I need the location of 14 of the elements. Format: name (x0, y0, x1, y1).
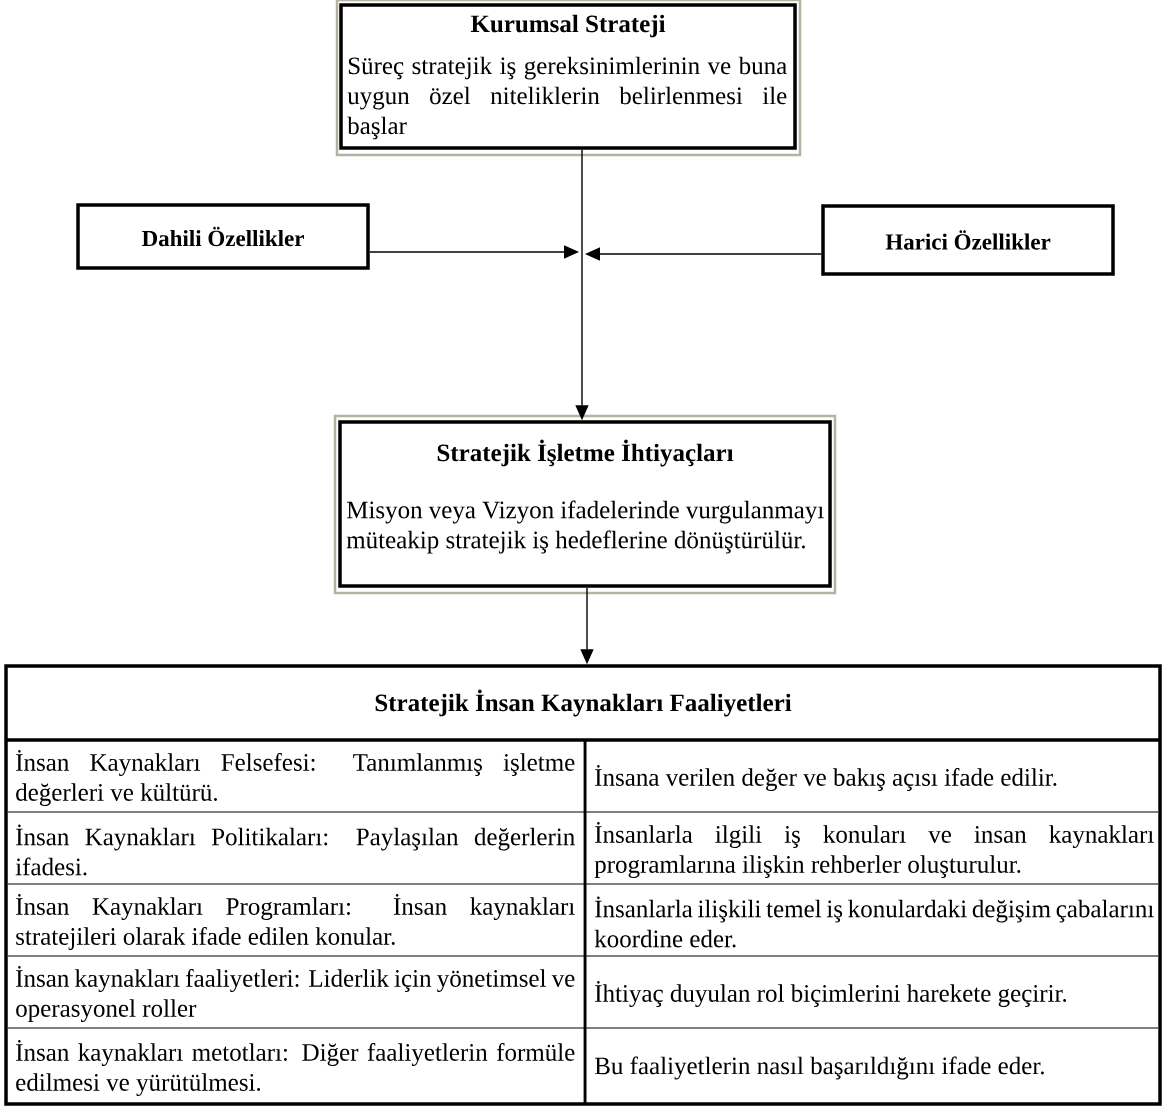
table-cell: İnsan kaynakları metotları: Diğer faaliyetlerin formüle edilmesi ve yürütülmesi. (16, 1040, 575, 1097)
table-cell: İnsanlarla ilişkili temel iş konulardaki değişim çabalarını koordine eder. (594, 896, 1154, 948)
table-cell: İnsana verilen değer ve bakış açısı ifade edilir. (595, 765, 1057, 791)
table-cell: İnsan Kaynakları Programları: İnsan kaynakları stratejileri olarak ifade edilen konular. (16, 894, 575, 950)
table-cell: İhtiyaç duyulan rol biçimlerini harekete geçirir. (595, 981, 1067, 1008)
table-cell: İnsan Kaynakları Felsefesi: Tanımlanmış işletme değerleri ve kültürü. (16, 750, 575, 806)
feature-box: Dahili Özellikler (76, 203, 370, 270)
feature-box: Harici Özellikler (821, 204, 1115, 276)
table-cell: Bu faaliyetlerin nasıl başarıldığını ifade eder. (594, 1056, 1044, 1080)
strategy-box: Kurumsal Strateji Süreç stratejik iş gereksinimlerinin ve buna uygun özel niteliklerin belirlenmesi ile başlar (335, 0, 802, 157)
table-cell: İnsan Kaynakları Politikaları: Paylaşılan değerlerin ifadesi. (15, 824, 575, 876)
needs-box: Stratejik İşletme İhtiyaçları Misyon veya Vizyon ifadelerinde vurgulanmayı müteakip stratejik iş hedeflerine dönüştürülür. (333, 414, 837, 595)
table-cell: İnsanlarla ilgili iş konuları ve insan kaynakları programlarına ilişkin rehberler oluşturulur. (594, 822, 1154, 878)
table-cell: İnsan kaynakları faaliyetleri: Liderlik için yönetimsel ve operasyonel roller (16, 966, 575, 1023)
